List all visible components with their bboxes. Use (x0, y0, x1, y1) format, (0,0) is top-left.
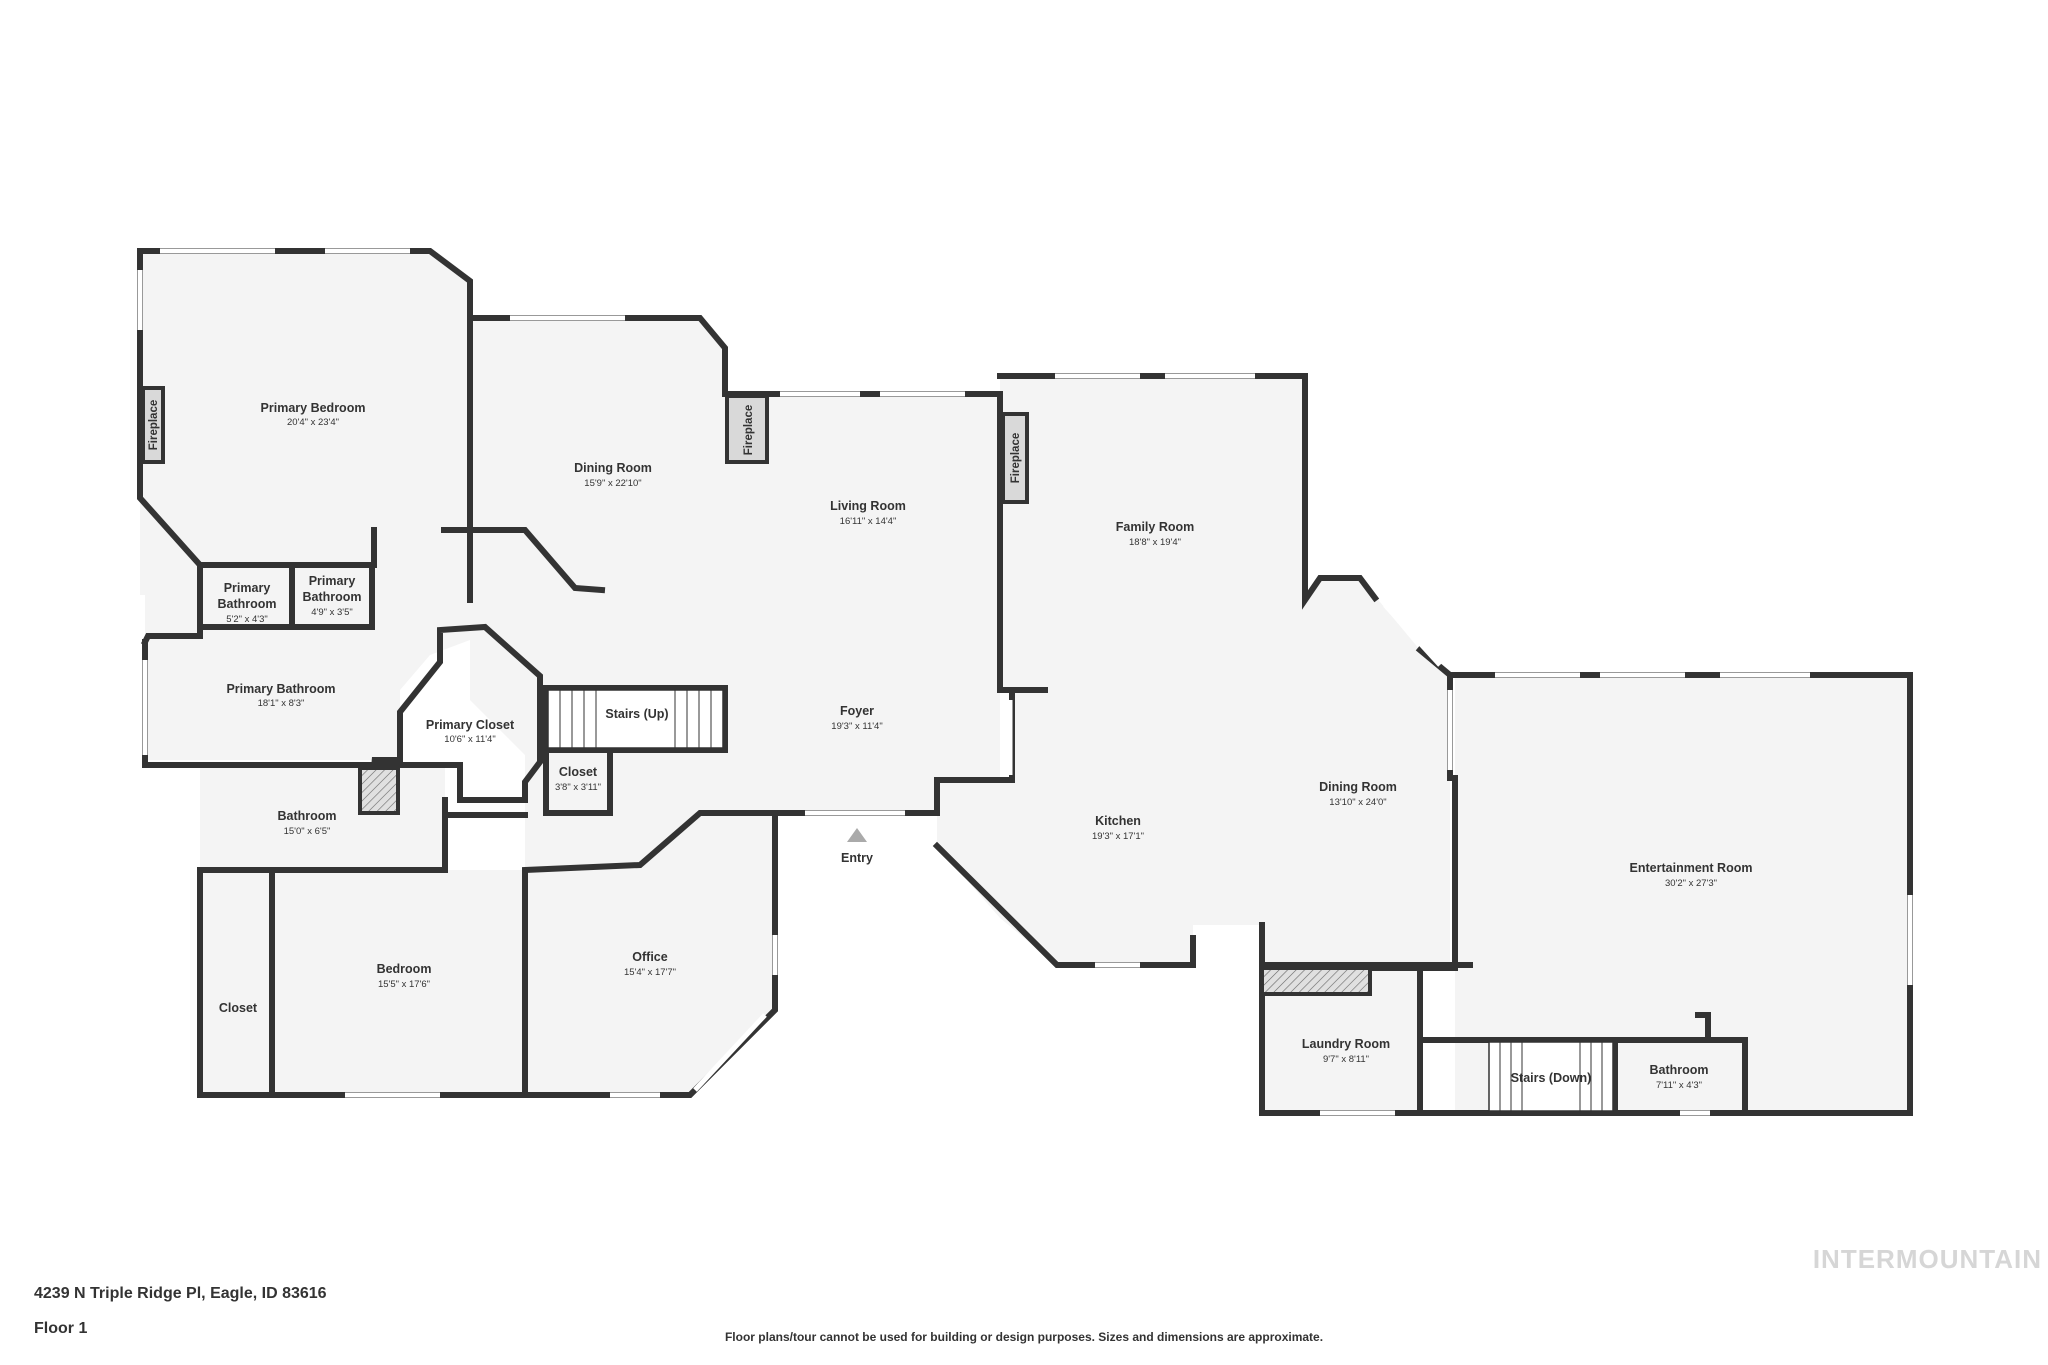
room-label-closet-bedroom: Closet (219, 1001, 258, 1015)
svg-text:16'11" x 14'4": 16'11" x 14'4" (840, 516, 897, 527)
room-label-family-room: Family Room 18'8" x 19'4" (1116, 520, 1195, 548)
svg-text:Fireplace: Fireplace (148, 400, 160, 451)
svg-text:15'5" x 17'6": 15'5" x 17'6" (378, 979, 430, 990)
svg-text:30'2" x 27'3": 30'2" x 27'3" (1665, 878, 1717, 889)
svg-text:18'1" x 8'3": 18'1" x 8'3" (258, 698, 305, 709)
svg-text:Primary Bathroom: Primary Bathroom (226, 682, 335, 696)
room-label-laundry-room: Laundry Room 9'7" x 8'11" (1302, 1037, 1390, 1065)
svg-text:Primary Bedroom: Primary Bedroom (261, 401, 366, 415)
svg-text:3'8" x 3'11": 3'8" x 3'11" (555, 782, 601, 793)
property-address: 4239 N Triple Ridge Pl, Eagle, ID 83616 (34, 1285, 327, 1302)
svg-text:Primary: Primary (224, 581, 271, 595)
room-label-dining-room-2: Dining Room 13'10" x 24'0" (1319, 780, 1397, 808)
room-label-primary-bedroom: Primary Bedroom 20'4" x 23'4" (261, 401, 366, 428)
svg-text:13'10" x 24'0": 13'10" x 24'0" (1329, 797, 1386, 808)
room-label-bathroom-1: Bathroom 15'0" x 6'5" (277, 809, 336, 837)
svg-text:15'0" x 6'5": 15'0" x 6'5" (284, 826, 331, 837)
svg-text:Dining Room: Dining Room (574, 461, 652, 475)
entry-label: Entry (841, 851, 873, 865)
svg-text:Bathroom: Bathroom (302, 590, 361, 604)
disclaimer-text: Floor plans/tour cannot be used for buil… (724, 1330, 1324, 1344)
fireplace-primary-bedroom: Fireplace (141, 386, 165, 464)
svg-text:20'4" x 23'4": 20'4" x 23'4" (287, 417, 339, 428)
stairs-up-graphic (547, 689, 724, 749)
svg-text:Bathroom: Bathroom (1649, 1063, 1708, 1077)
svg-text:Dining Room: Dining Room (1319, 780, 1397, 794)
stairs-down-graphic (1488, 1041, 1614, 1112)
room-label-dining-room-1: Dining Room 15'9" x 22'10" (574, 461, 652, 489)
svg-text:Fireplace: Fireplace (743, 405, 755, 456)
room-label-entertainment-room: Entertainment Room 30'2" x 27'3" (1630, 861, 1753, 889)
room-label-primary-bathroom-a: Primary Bathroom 5'2" x 4'3" (217, 581, 276, 625)
svg-text:Entertainment Room: Entertainment Room (1630, 861, 1753, 875)
svg-text:10'6" x 11'4": 10'6" x 11'4" (444, 734, 495, 745)
svg-text:Fireplace: Fireplace (1010, 433, 1022, 484)
svg-text:Laundry Room: Laundry Room (1302, 1037, 1390, 1051)
room-label-stairs-up: Stairs (Up) (605, 707, 668, 721)
svg-text:Family Room: Family Room (1116, 520, 1195, 534)
room-label-bathroom-2: Bathroom 7'11" x 4'3" (1649, 1063, 1708, 1091)
room-label-kitchen: Kitchen 19'3" x 17'1" (1092, 814, 1144, 842)
room-label-stairs-down: Stairs (Down) (1511, 1071, 1592, 1085)
room-label-office: Office 15'4" x 17'7" (624, 950, 676, 978)
room-label-foyer: Foyer 19'3" x 11'4" (831, 704, 882, 732)
svg-text:Primary Closet: Primary Closet (426, 718, 515, 732)
room-label-primary-closet: Primary Closet 10'6" x 11'4" (426, 718, 515, 745)
svg-text:Closet: Closet (559, 765, 598, 779)
svg-text:Stairs (Up): Stairs (Up) (605, 707, 668, 721)
floor-label: Floor 1 (34, 1320, 88, 1337)
hatched-block-closet (358, 766, 400, 815)
svg-text:9'7" x 8'11": 9'7" x 8'11" (1323, 1054, 1369, 1065)
svg-text:15'4" x 17'7": 15'4" x 17'7" (624, 967, 676, 978)
svg-text:4'9" x 3'5": 4'9" x 3'5" (311, 607, 353, 618)
svg-text:19'3" x 17'1": 19'3" x 17'1" (1092, 831, 1144, 842)
svg-text:Office: Office (632, 950, 667, 964)
svg-text:Bathroom: Bathroom (217, 597, 276, 611)
svg-text:Kitchen: Kitchen (1095, 814, 1141, 828)
room-label-primary-bathroom-c: Primary Bathroom 18'1" x 8'3" (226, 682, 335, 709)
entry-arrow-icon (847, 828, 867, 842)
svg-text:18'8" x 19'4": 18'8" x 19'4" (1129, 537, 1181, 548)
fireplace-living-room: Fireplace (725, 394, 769, 464)
room-label-closet-small: Closet 3'8" x 3'11" (555, 765, 601, 793)
svg-text:7'11" x 4'3": 7'11" x 4'3" (1656, 1080, 1702, 1091)
svg-text:5'2" x 4'3": 5'2" x 4'3" (226, 614, 268, 625)
windows (137, 248, 1913, 1116)
watermark-logo: INTERMOUNTAIN (1812, 1244, 2042, 1274)
svg-text:19'3" x 11'4": 19'3" x 11'4" (831, 721, 882, 732)
fireplace-family-room: Fireplace (1001, 412, 1029, 504)
svg-text:Primary: Primary (309, 574, 356, 588)
room-label-living-room: Living Room 16'11" x 14'4" (830, 499, 906, 527)
hatched-block-laundry (1260, 966, 1372, 996)
svg-text:Bedroom: Bedroom (377, 962, 432, 976)
svg-text:Foyer: Foyer (840, 704, 874, 718)
svg-text:15'9" x 22'10": 15'9" x 22'10" (584, 478, 641, 489)
svg-text:Living Room: Living Room (830, 499, 906, 513)
svg-text:Bathroom: Bathroom (277, 809, 336, 823)
svg-text:Stairs (Down): Stairs (Down) (1511, 1071, 1592, 1085)
room-label-bedroom: Bedroom 15'5" x 17'6" (377, 962, 432, 990)
svg-text:Closet: Closet (219, 1001, 258, 1015)
room-label-primary-bathroom-b: Primary Bathroom 4'9" x 3'5" (302, 574, 361, 618)
